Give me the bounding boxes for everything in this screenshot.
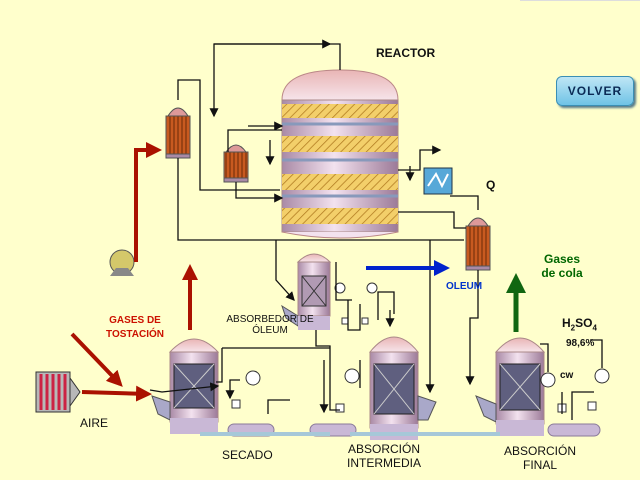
final-absorption-tower xyxy=(475,337,546,436)
oleum-absorber-line-2: ÓLEUM xyxy=(252,325,288,336)
top-divider xyxy=(520,0,640,1)
heat-exchanger-top-left xyxy=(165,107,191,159)
acid-concentration: 98,6% xyxy=(566,338,595,349)
drying-tower xyxy=(151,338,220,434)
air-filter xyxy=(35,371,81,413)
oleum-absorber-label: ABSORBEDOR DE ÓLEUM xyxy=(224,314,316,336)
roast-gases-line-1: GASES DE xyxy=(109,315,161,326)
process-lines xyxy=(149,39,603,420)
oleum-absorber xyxy=(281,253,332,330)
intermediate-absorption-tower xyxy=(368,336,437,440)
heat-exchanger-right xyxy=(465,217,491,271)
formula-sub-4: 4 xyxy=(592,323,597,333)
roast-gases-line-2: TOSTACIÓN xyxy=(106,329,164,340)
oleum-label: OLEUM xyxy=(446,281,483,292)
intermediate-absorption-line-2: INTERMEDIA xyxy=(346,456,421,470)
oleum-absorber-line-1: ABSORBEDOR DE xyxy=(226,314,314,325)
reactor-vessel xyxy=(281,69,399,239)
roast-gas-arrows xyxy=(70,142,198,402)
heat-removal-exchanger xyxy=(423,167,453,195)
reactor-label: REACTOR xyxy=(376,46,436,60)
tail-gas-line-2: de cola xyxy=(541,266,583,280)
tail-gas-line-1: Gases xyxy=(543,252,581,266)
tail-gas-label: Gases de cola xyxy=(532,252,592,280)
heat-exchanger-middle xyxy=(223,144,249,183)
final-absorption-label: ABSORCIÓN FINAL xyxy=(500,444,580,472)
final-absorption-line-1: ABSORCIÓN xyxy=(503,444,576,458)
drying-label: SECADO xyxy=(222,448,273,462)
intermediate-absorption-label: ABSORCIÓN INTERMEDIA xyxy=(336,442,432,470)
formula-h: H xyxy=(562,316,571,330)
air-label: AIRE xyxy=(80,416,109,430)
sulfuric-acid-formula: H2SO4 xyxy=(562,316,597,335)
heat-q-label: Q xyxy=(486,178,496,192)
intermediate-absorption-line-1: ABSORCIÓN xyxy=(347,442,420,456)
formula-so: SO xyxy=(575,316,593,330)
cooling-water-label: cw xyxy=(560,370,574,381)
final-absorption-line-2: FINAL xyxy=(522,458,557,472)
roast-gases-label: GASES DE TOSTACIÓN xyxy=(100,314,170,342)
formula-sub-2: 2 xyxy=(570,323,576,333)
blower xyxy=(109,249,135,276)
volver-button[interactable]: VOLVER xyxy=(556,76,634,106)
acid-coolers xyxy=(245,282,610,388)
